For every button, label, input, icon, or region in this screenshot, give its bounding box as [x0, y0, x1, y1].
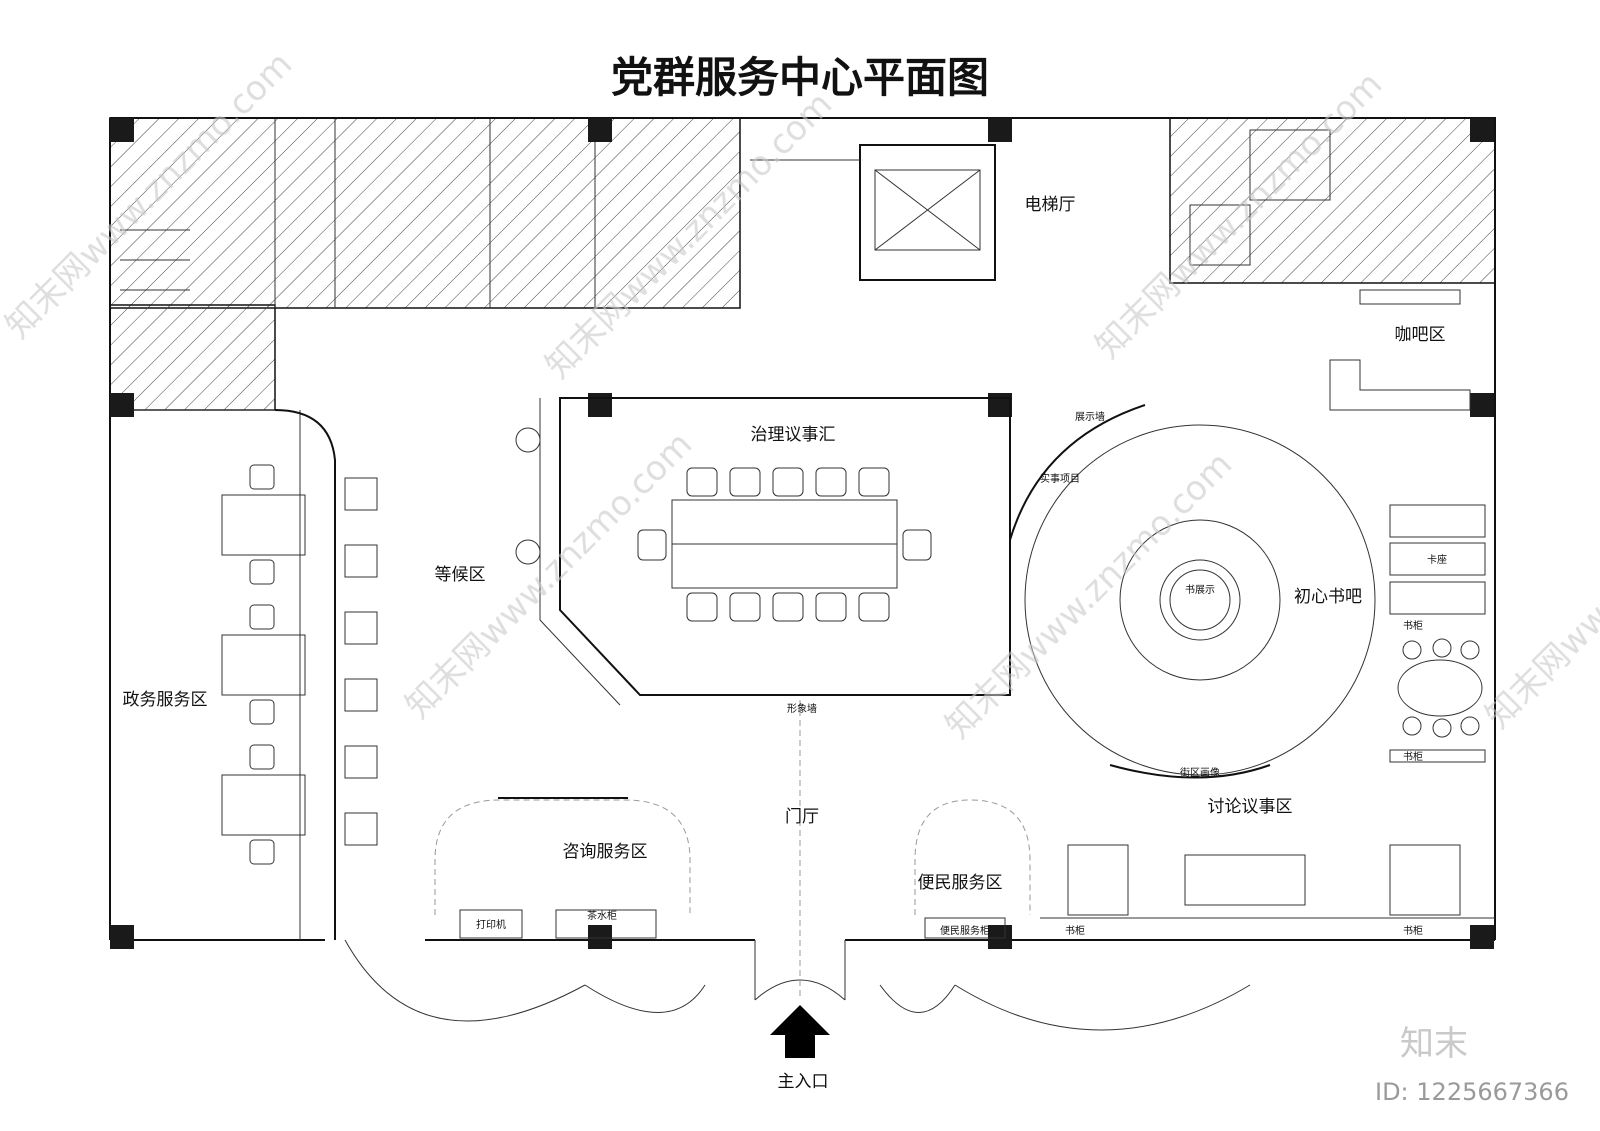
label-street-portrait: 街区画像 — [1180, 766, 1220, 779]
elevator-hall — [750, 144, 996, 281]
meeting-chairs — [637, 467, 932, 622]
label-tea-cabinet: 茶水柜 — [587, 909, 617, 922]
room-labels: 电梯厅 咖吧区 治理议事汇 等候区 政务服务区 初心书吧 门厅 咨询服务区 便民… — [123, 195, 1446, 1092]
label-consult: 咨询服务区 — [563, 842, 648, 862]
service-desks — [221, 464, 306, 865]
label-printer: 打印机 — [476, 918, 506, 931]
label-governance: 治理议事汇 — [751, 425, 836, 445]
label-discussion: 讨论议事区 — [1208, 797, 1293, 817]
label-bookcase: 书柜 — [1065, 924, 1085, 937]
label-elevator-hall: 电梯厅 — [1025, 195, 1076, 215]
structural-columns — [110, 118, 1494, 949]
entrance-arrow-icon — [770, 1005, 830, 1058]
label-bookcase: 书柜 — [1403, 924, 1423, 937]
meeting-room — [515, 397, 1011, 706]
svg-text:知末网www.znzmo.com: 知末网www.znzmo.com — [1478, 434, 1600, 736]
label-main-entrance: 主入口 — [778, 1072, 829, 1092]
waiting-seats — [344, 477, 378, 846]
label-bookcase: 书柜 — [1403, 750, 1423, 763]
label-convenience-counter: 便民服务柜 — [940, 924, 990, 937]
small-annotations: 展示墙 实事项目 书展示 卡座 书柜 书柜 书柜 书柜 形象墙 街区画像 打印机… — [476, 410, 1447, 937]
booth-seating — [1389, 504, 1486, 763]
label-cafe: 咖吧区 — [1395, 325, 1446, 345]
label-lobby: 门厅 — [785, 807, 819, 827]
label-convenience: 便民服务区 — [918, 873, 1003, 893]
label-booth: 卡座 — [1427, 553, 1447, 566]
watermark-id: ID: 1225667366 — [1375, 1078, 1569, 1106]
counters — [434, 797, 1495, 939]
label-book-display: 书展示 — [1185, 584, 1215, 596]
label-display-wall: 展示墙 — [1075, 410, 1105, 423]
label-gov-service: 政务服务区 — [123, 690, 208, 710]
label-bookcase: 书柜 — [1403, 619, 1423, 632]
reading-circle — [1009, 404, 1376, 779]
bay-windows — [344, 700, 1251, 1031]
label-image-wall: 形象墙 — [787, 702, 817, 715]
cafe-counter — [1329, 289, 1471, 411]
label-reading-bar: 初心书吧 — [1294, 587, 1362, 607]
plan-title: 党群服务中心平面图 — [611, 53, 989, 102]
label-practical-projects: 实事项目 — [1040, 472, 1080, 485]
label-waiting: 等候区 — [435, 565, 486, 585]
watermark-logo: 知末 — [1400, 1024, 1468, 1064]
